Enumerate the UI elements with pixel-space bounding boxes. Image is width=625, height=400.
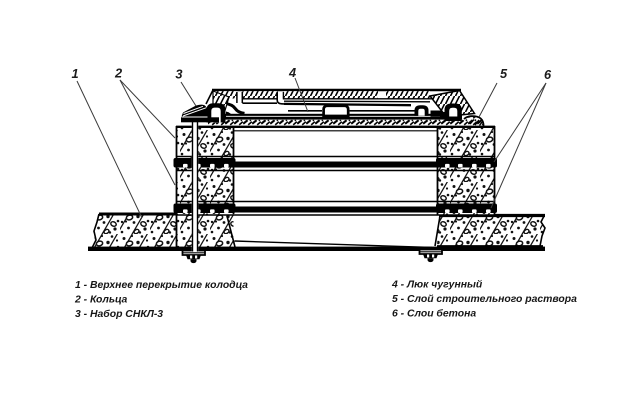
svg-text:4 - Люк чугунный: 4 - Люк чугунный [391,280,483,291]
svg-text:2 - Кольца: 2 - Кольца [74,295,128,306]
svg-text:6: 6 [544,67,552,82]
svg-text:3: 3 [175,67,182,82]
svg-text:4: 4 [288,65,296,80]
svg-text:2: 2 [114,66,122,81]
svg-text:6 - Слои бетона: 6 - Слои бетона [392,307,476,319]
svg-text:1 - Верхнее перекрытие колодца: 1 - Верхнее перекрытие колодца [75,280,248,291]
svg-text:5: 5 [500,66,508,81]
svg-text:5 - Слой строительного раствор: 5 - Слой строительного раствора [392,294,577,305]
svg-text:3 - Набор СНКЛ-3: 3 - Набор СНКЛ-3 [75,308,163,320]
svg-text:1: 1 [72,66,79,81]
